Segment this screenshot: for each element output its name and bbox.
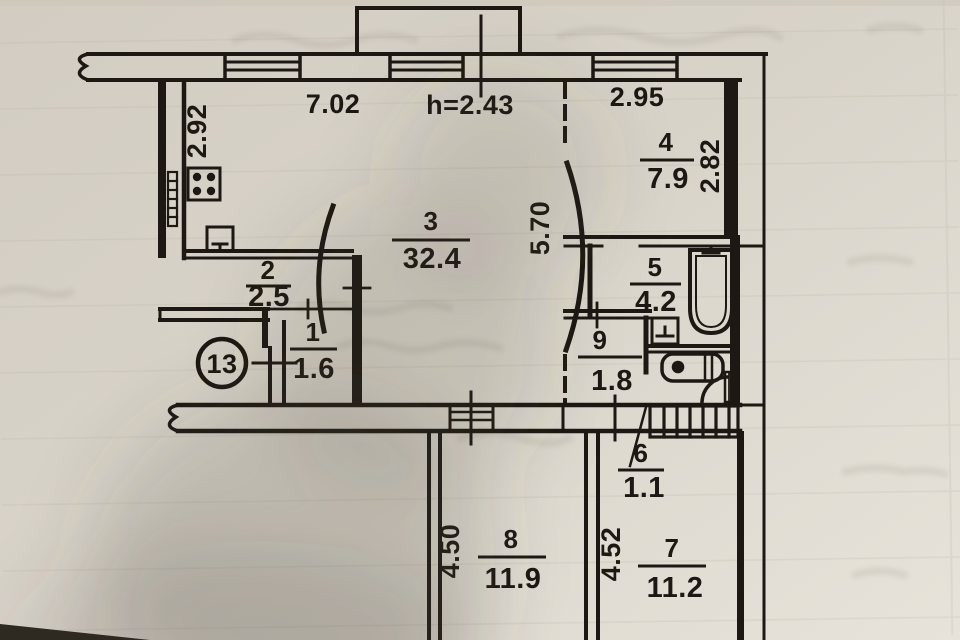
room-5-number: 5	[648, 252, 663, 282]
wall-dividers	[223, 52, 679, 82]
window-room4	[591, 60, 679, 72]
wc-door	[700, 370, 740, 404]
inner-partitions	[563, 235, 740, 375]
room-6-label: 6 1.1	[618, 438, 665, 504]
room-4-label: 4 7.9	[640, 127, 694, 195]
room-6-area: 1.1	[623, 472, 665, 504]
room-9-area: 1.8	[591, 365, 633, 397]
room-6-number: 6	[634, 438, 649, 468]
bath-right-wall	[730, 236, 740, 405]
room-4-number: 4	[659, 127, 674, 157]
room-8-number: 8	[504, 524, 519, 554]
room-4-area: 7.9	[647, 163, 689, 195]
room-7-number: 7	[665, 533, 680, 563]
paper-corner-background	[0, 624, 150, 640]
room-2-number: 2	[261, 255, 276, 285]
room-5-area: 4.2	[635, 286, 677, 318]
radiator-icon	[166, 170, 179, 228]
room-7-area: 11.2	[647, 572, 704, 604]
room-9-number: 9	[593, 325, 608, 355]
dim-room4-depth: 2.82	[695, 139, 725, 194]
bathtub-icon	[688, 245, 734, 336]
window-living-left	[223, 60, 302, 72]
room-5-label: 5 4.2	[630, 252, 681, 318]
dim-room7-depth: 4.52	[596, 527, 626, 582]
wc-door-arc	[700, 375, 729, 404]
top-wall	[77, 51, 768, 83]
right-walls	[724, 52, 766, 640]
dim-living-width: 7.02	[306, 89, 361, 119]
apartment-number: 13	[206, 349, 237, 379]
dim-kitchen-depth: 2.92	[182, 104, 212, 159]
wardrobe-icon	[648, 404, 740, 439]
room-7-label: 7 11.2	[638, 533, 706, 604]
wall-break-squiggle-left	[77, 51, 91, 83]
stove-icon	[186, 166, 222, 202]
room6-leader-line	[628, 405, 648, 468]
room-9-label: 9 1.8	[578, 325, 642, 397]
toilet-icon	[660, 352, 725, 383]
dim-room4-width: 2.95	[610, 82, 665, 112]
wash-basin-icon	[650, 316, 680, 346]
window-living-right	[388, 60, 465, 72]
room4-right-wall	[724, 80, 738, 236]
apartment-number-badge	[195, 336, 249, 390]
